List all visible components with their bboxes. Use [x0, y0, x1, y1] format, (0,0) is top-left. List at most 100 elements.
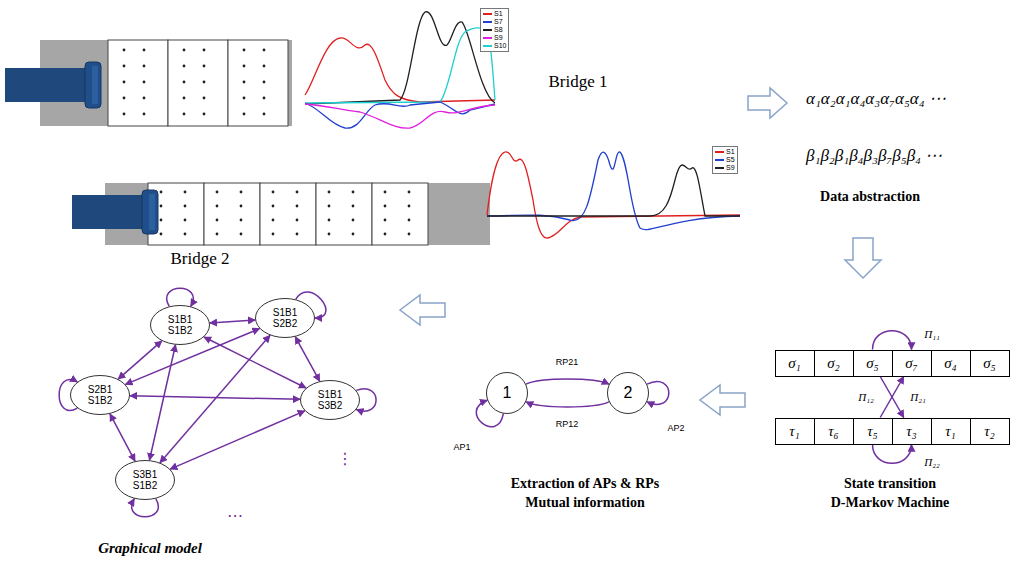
legend-swatch [483, 37, 492, 39]
sensor-dot [183, 113, 186, 116]
sensor-dot [352, 219, 355, 222]
node-ellipse [608, 373, 649, 414]
node-text: σ₁ [788, 355, 801, 372]
sensor-dot [184, 205, 187, 208]
edge-label: RP12 [555, 419, 580, 429]
legend-row: S10 [483, 42, 506, 50]
connector [167, 288, 194, 306]
plot-2 [487, 152, 740, 238]
legend-row: S9 [483, 34, 506, 42]
sensor-dot [240, 219, 243, 222]
node-text: τ₁ [945, 423, 956, 440]
legend-swatch [715, 151, 724, 153]
symbol-cell: σ₅ [853, 350, 893, 377]
node-text: τ₆ [828, 423, 839, 440]
sensor-dot [328, 191, 331, 194]
sensor-dot [272, 205, 275, 208]
symbol-cell: σ₄ [931, 350, 971, 377]
node-text: S2B1 S1B2 [85, 384, 115, 406]
sensor-dot [203, 81, 206, 84]
text-label: D-Markov Machine [831, 495, 950, 511]
sensor-dot [123, 81, 126, 84]
plot-legend: S1S5S9 [712, 146, 738, 174]
legend-text: S8 [494, 26, 503, 33]
text-label: Extraction of APs & RPs [511, 476, 660, 492]
sensor-dot [203, 97, 206, 100]
sensor-dot [328, 205, 331, 208]
connector [170, 411, 305, 469]
connector [647, 382, 669, 405]
sensor-dot [272, 191, 275, 194]
sensor-dot [216, 191, 219, 194]
text-label: ⋮ [337, 449, 353, 468]
sensor-dot [203, 113, 206, 116]
sensor-dot [243, 49, 246, 52]
sensor-dot [123, 49, 126, 52]
sensor-dot [296, 205, 299, 208]
legend-row: S8 [483, 26, 506, 34]
sensor-dot [352, 233, 355, 236]
plot-legend: S1S7S8S9S10 [480, 8, 509, 52]
symbol-cell: σ₁ [775, 350, 815, 377]
sensor-dot [243, 65, 246, 68]
sensor-dot [296, 233, 299, 236]
node-text: σ₇ [905, 355, 918, 372]
node-text: τ₅ [867, 423, 878, 440]
text-label: Data abstraction [820, 189, 920, 205]
node-text: σ₅ [983, 355, 996, 372]
sensor-dot [263, 113, 266, 116]
text-label: β₁β₂β₁β₄β₃β₇β₅β₄ ⋯ [806, 145, 942, 166]
legend-row: S1 [715, 148, 735, 156]
graph-node: S1B1 S3B2 [300, 380, 360, 420]
sensor-dot [143, 97, 146, 100]
legend-row: S7 [483, 18, 506, 26]
sensor-dot [160, 219, 163, 222]
node-ellipse [116, 461, 175, 500]
node-ellipse [71, 376, 130, 415]
sensor-dot [203, 65, 206, 68]
sensor-dot [143, 65, 146, 68]
sensor-dot [183, 49, 186, 52]
sensor-dot [263, 49, 266, 52]
edge-label: Π₁₂ [857, 391, 875, 403]
sensor-dot [143, 113, 146, 116]
connector [880, 377, 904, 418]
node-text: τ₃ [906, 423, 917, 440]
sensor-dot [408, 233, 411, 236]
node-text: S1B1 S1B2 [165, 314, 195, 336]
edge-label: AP2 [666, 423, 685, 433]
sensor-dot [408, 191, 411, 194]
sensor-dot [183, 65, 186, 68]
sensor-dot [143, 49, 146, 52]
sensor-dot [408, 219, 411, 222]
node-text: τ₂ [984, 423, 995, 440]
sensor-dot [160, 233, 163, 236]
sensor-dot [216, 233, 219, 236]
sensor-dot [123, 97, 126, 100]
node-ellipse [487, 373, 528, 414]
sensor-dot [328, 233, 331, 236]
sensor-dot [160, 205, 163, 208]
sensor-dot [296, 219, 299, 222]
sensor-dot [184, 191, 187, 194]
sensor-dot [123, 65, 126, 68]
legend-text: S9 [494, 34, 503, 41]
legend-swatch [483, 45, 492, 47]
symbol-cell: σ₅ [970, 350, 1010, 377]
sensor-dot [384, 233, 387, 236]
node-text: 2 [624, 384, 633, 402]
symbol-cell: τ₁ [931, 418, 971, 445]
edge-label: RP21 [555, 357, 580, 367]
sensor-dot [216, 219, 219, 222]
legend-text: S9 [726, 164, 735, 171]
sensor-dot [243, 81, 246, 84]
sensor-dot [216, 205, 219, 208]
graph-node: S1B1 S1B2 [150, 305, 210, 345]
text-label: ⋯ [227, 506, 243, 525]
legend-swatch [483, 13, 492, 15]
connector [118, 341, 162, 379]
node-text: τ₁ [789, 423, 800, 440]
sensor-dot [240, 205, 243, 208]
connector [110, 414, 135, 461]
